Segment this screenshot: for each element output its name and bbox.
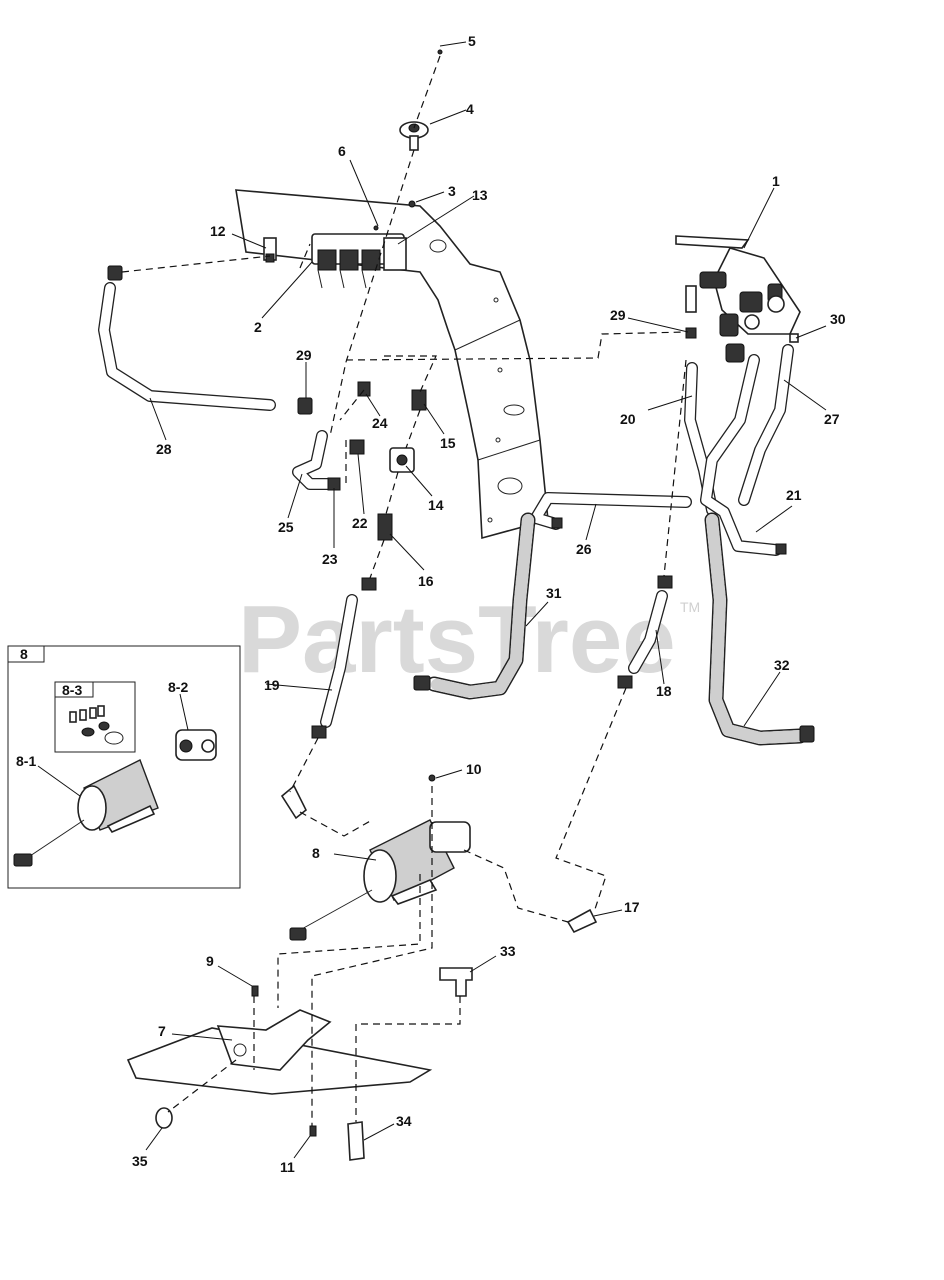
- bolt-9: [251, 985, 259, 997]
- callout-24: 24: [372, 415, 388, 431]
- callout-16: 16: [418, 573, 434, 589]
- callout-23: 23: [322, 551, 338, 567]
- bolt-11: [309, 1125, 317, 1137]
- callout-19: 19: [264, 677, 280, 693]
- tank-cap: [399, 121, 429, 151]
- assembly-lines: [121, 55, 687, 1126]
- fitting-22: [349, 439, 365, 455]
- fitting-24: [357, 381, 371, 397]
- callout-1: 1: [772, 173, 780, 189]
- control-valve-assembly: [675, 235, 801, 363]
- callout-12: 12: [210, 223, 226, 239]
- fitting-16: [377, 513, 393, 541]
- clamp-21: [775, 543, 787, 555]
- callout-14: 14: [428, 497, 444, 513]
- clamp-26: [551, 517, 563, 529]
- callout-20: 20: [620, 411, 636, 427]
- hose-21: [700, 354, 782, 556]
- pin-6: [373, 225, 379, 231]
- fitting-32-end: [799, 725, 815, 743]
- fitting-29-right: [685, 327, 697, 339]
- elbow-17: [566, 908, 598, 934]
- callout-7: 7: [158, 1023, 166, 1039]
- callout-32: 32: [774, 657, 790, 673]
- callout-21: 21: [786, 487, 802, 503]
- callout-27: 27: [824, 411, 840, 427]
- callout-9: 9: [206, 953, 214, 969]
- callout-28: 28: [156, 441, 172, 457]
- hose-31-corrugated: [426, 512, 536, 700]
- callout-31: 31: [546, 585, 562, 601]
- inset-title: 8: [20, 646, 28, 662]
- callout-33: 33: [500, 943, 516, 959]
- fitting-31-end: [413, 675, 431, 691]
- fitting-15: [411, 389, 427, 411]
- motor-bracket: [216, 1009, 332, 1071]
- callout-18: 18: [656, 683, 672, 699]
- pump-motor: [289, 819, 471, 941]
- callout-2: 2: [254, 319, 262, 335]
- callout-15: 15: [440, 435, 456, 451]
- callout-30: 30: [830, 311, 846, 327]
- clamp-19-top: [361, 577, 377, 591]
- hose-26: [530, 492, 692, 530]
- hose-18: [628, 590, 668, 674]
- hose-25: [292, 430, 336, 490]
- fitting-29-left: [297, 397, 313, 415]
- watermark-text: PartsTree: [238, 586, 676, 693]
- nut-10: [428, 774, 436, 782]
- callout-8-1: 8-1: [16, 753, 36, 769]
- screw-3: [408, 200, 416, 208]
- callout-22: 22: [352, 515, 368, 531]
- watermark-trademark: TM: [680, 599, 700, 615]
- clamp-18-bottom: [617, 675, 633, 689]
- callout-34: 34: [396, 1113, 412, 1129]
- callout-8: 8: [312, 845, 320, 861]
- callout-17: 17: [624, 899, 640, 915]
- clamp-19-bottom: [311, 725, 327, 739]
- callout-4: 4: [466, 101, 474, 117]
- callout-11: 11: [280, 1159, 295, 1175]
- callout-labels: 5 4 6 3 13 12 2 1 29 30 29 28 24 15 14 2…: [16, 33, 846, 1175]
- callout-8-2: 8-2: [168, 679, 188, 695]
- callout-25: 25: [278, 519, 294, 535]
- inset-pump-kit: 8 8-3: [7, 645, 241, 889]
- pad-34: [347, 1121, 365, 1161]
- callout-leaders: [37, 41, 827, 1159]
- callout-29-right: 29: [610, 307, 626, 323]
- clip-30: [789, 333, 799, 343]
- hose-32-corrugated: [704, 512, 808, 746]
- callout-29-left: 29: [296, 347, 312, 363]
- callout-26: 26: [576, 541, 592, 557]
- frame-panel: [235, 189, 549, 540]
- callout-10: 10: [466, 761, 482, 777]
- callout-5: 5: [468, 33, 476, 49]
- hose-28: [98, 282, 276, 411]
- clamp-top-left: [107, 265, 123, 281]
- callout-13: 13: [472, 187, 488, 203]
- grommet-35: [155, 1107, 173, 1129]
- callout-3: 3: [448, 183, 456, 199]
- bracket-33: [439, 967, 473, 997]
- tee-fitting-14: [389, 447, 415, 473]
- callout-6: 6: [338, 143, 346, 159]
- screw-small: [437, 49, 443, 55]
- callout-35: 35: [132, 1153, 148, 1169]
- motor-8-1: [13, 759, 159, 867]
- hose-19: [320, 594, 358, 728]
- elbow-fitting: [263, 237, 277, 263]
- seal-kit-parts: [69, 705, 124, 745]
- elbow-8-left: [280, 784, 308, 820]
- inset-subgroup-title: 8-3: [62, 682, 82, 698]
- pump-head-8-2: [175, 729, 217, 761]
- clamp-18-top: [657, 575, 673, 589]
- valve-manifold: [311, 233, 407, 289]
